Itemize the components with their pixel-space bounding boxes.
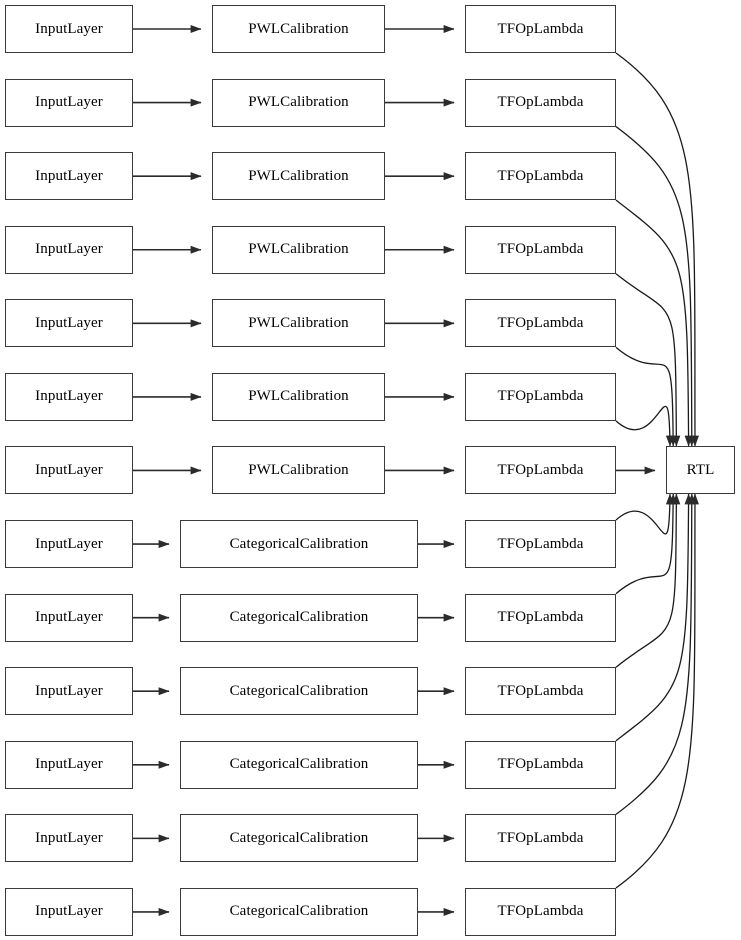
calibration-node-2-label: PWLCalibration: [248, 94, 349, 111]
input-layer-node-7-label: InputLayer: [35, 461, 103, 478]
input-layer-node-12-label: InputLayer: [35, 829, 103, 846]
lambda-node-11[interactable]: TFOpLambda: [465, 740, 616, 789]
lambda-node-9[interactable]: TFOpLambda: [465, 593, 616, 642]
calibration-node-13-label: CategoricalCalibration: [229, 903, 369, 920]
rtl-node-label: RTL: [686, 461, 715, 478]
lambda-node-11-label: TFOpLambda: [497, 756, 584, 773]
lambda-node-3-label: TFOpLambda: [497, 167, 584, 184]
input-layer-node-5-label: InputLayer: [35, 314, 103, 331]
calibration-node-11-label: CategoricalCalibration: [229, 756, 369, 773]
calibration-node-10-label: CategoricalCalibration: [229, 682, 369, 699]
calibration-node-7-label: PWLCalibration: [248, 461, 349, 478]
lambda-node-4-label: TFOpLambda: [497, 241, 584, 258]
input-layer-node-3-label: InputLayer: [35, 167, 103, 184]
calibration-node-9[interactable]: CategoricalCalibration: [180, 593, 418, 642]
calibration-node-4-label: PWLCalibration: [248, 241, 349, 258]
lambda-node-2-label: TFOpLambda: [497, 94, 584, 111]
calibration-node-9-label: CategoricalCalibration: [229, 609, 369, 626]
input-layer-node-6-label: InputLayer: [35, 388, 103, 405]
input-layer-node-13-label: InputLayer: [35, 903, 103, 920]
calibration-node-7[interactable]: PWLCalibration: [212, 446, 385, 495]
rtl-node[interactable]: RTL: [666, 446, 735, 494]
lambda-node-9-label: TFOpLambda: [497, 609, 584, 626]
calibration-node-5-label: PWLCalibration: [248, 314, 349, 331]
input-layer-node-10-label: InputLayer: [35, 682, 103, 699]
lambda-node-1[interactable]: TFOpLambda: [465, 5, 616, 53]
calibration-node-6-label: PWLCalibration: [248, 388, 349, 405]
calibration-node-10[interactable]: CategoricalCalibration: [180, 667, 418, 716]
input-layer-node-9[interactable]: InputLayer: [5, 593, 133, 642]
calibration-node-2[interactable]: PWLCalibration: [212, 78, 385, 127]
lambda-node-12-label: TFOpLambda: [497, 829, 584, 846]
lambda-node-8-label: TFOpLambda: [497, 535, 584, 552]
input-layer-node-5[interactable]: InputLayer: [5, 299, 133, 348]
input-layer-node-2[interactable]: InputLayer: [5, 78, 133, 127]
input-layer-node-4[interactable]: InputLayer: [5, 225, 133, 274]
input-layer-node-8[interactable]: InputLayer: [5, 520, 133, 569]
input-layer-node-12[interactable]: InputLayer: [5, 814, 133, 863]
lambda-node-12[interactable]: TFOpLambda: [465, 814, 616, 863]
calibration-node-11[interactable]: CategoricalCalibration: [180, 740, 418, 789]
calibration-node-3-label: PWLCalibration: [248, 167, 349, 184]
lambda-node-10[interactable]: TFOpLambda: [465, 667, 616, 716]
lambda-node-5[interactable]: TFOpLambda: [465, 299, 616, 348]
calibration-node-8[interactable]: CategoricalCalibration: [180, 520, 418, 569]
lambda-node-7-label: TFOpLambda: [497, 461, 584, 478]
input-layer-node-7[interactable]: InputLayer: [5, 446, 133, 495]
lambda-node-8[interactable]: TFOpLambda: [465, 520, 616, 569]
calibration-node-13[interactable]: CategoricalCalibration: [180, 887, 418, 936]
lambda-node-13-label: TFOpLambda: [497, 903, 584, 920]
lambda-node-6-label: TFOpLambda: [497, 388, 584, 405]
input-layer-node-11[interactable]: InputLayer: [5, 740, 133, 789]
calibration-node-5[interactable]: PWLCalibration: [212, 299, 385, 348]
calibration-node-6[interactable]: PWLCalibration: [212, 372, 385, 421]
input-layer-node-1-label: InputLayer: [35, 20, 103, 37]
calibration-node-1[interactable]: PWLCalibration: [212, 5, 385, 53]
lambda-node-2[interactable]: TFOpLambda: [465, 78, 616, 127]
input-layer-node-13[interactable]: InputLayer: [5, 887, 133, 936]
input-layer-node-2-label: InputLayer: [35, 94, 103, 111]
lambda-node-3[interactable]: TFOpLambda: [465, 152, 616, 201]
input-layer-node-4-label: InputLayer: [35, 241, 103, 258]
calibration-node-3[interactable]: PWLCalibration: [212, 152, 385, 201]
calibration-node-8-label: CategoricalCalibration: [229, 535, 369, 552]
input-layer-node-6[interactable]: InputLayer: [5, 372, 133, 421]
input-layer-node-8-label: InputLayer: [35, 535, 103, 552]
lambda-node-10-label: TFOpLambda: [497, 682, 584, 699]
calibration-node-12-label: CategoricalCalibration: [229, 829, 369, 846]
input-layer-node-1[interactable]: InputLayer: [5, 5, 133, 53]
calibration-node-1-label: PWLCalibration: [248, 20, 349, 37]
calibration-node-4[interactable]: PWLCalibration: [212, 225, 385, 274]
lambda-node-4[interactable]: TFOpLambda: [465, 225, 616, 274]
input-layer-node-9-label: InputLayer: [35, 609, 103, 626]
lambda-node-1-label: TFOpLambda: [497, 20, 584, 37]
lambda-node-6[interactable]: TFOpLambda: [465, 372, 616, 421]
input-layer-node-3[interactable]: InputLayer: [5, 152, 133, 201]
lambda-node-5-label: TFOpLambda: [497, 314, 584, 331]
input-layer-node-10[interactable]: InputLayer: [5, 667, 133, 716]
calibration-node-12[interactable]: CategoricalCalibration: [180, 814, 418, 863]
lambda-node-13[interactable]: TFOpLambda: [465, 887, 616, 936]
lambda-node-7[interactable]: TFOpLambda: [465, 446, 616, 495]
input-layer-node-11-label: InputLayer: [35, 756, 103, 773]
